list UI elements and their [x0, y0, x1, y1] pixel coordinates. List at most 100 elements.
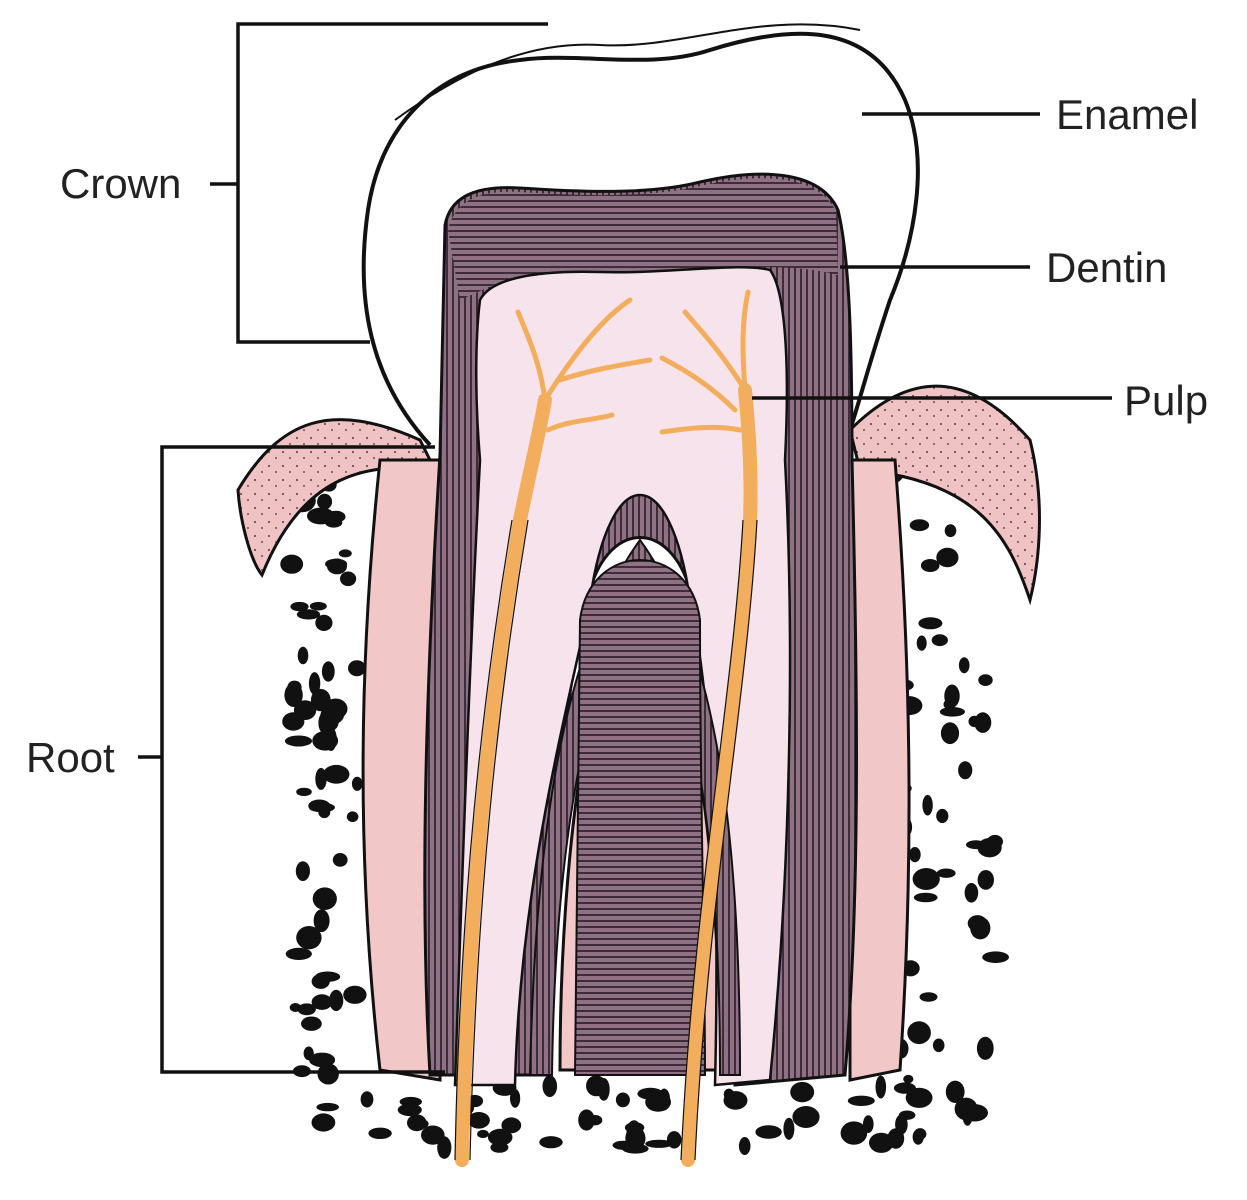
bone-spot [905, 1087, 933, 1108]
bone-spot [936, 868, 956, 878]
root-label: Root [26, 734, 115, 781]
bone-spot [898, 1110, 916, 1120]
crown-bracket [210, 22, 548, 344]
bone-spot [920, 559, 940, 572]
bone-spot [932, 1038, 945, 1053]
bone-spot [945, 1080, 965, 1104]
bone-spot [296, 926, 322, 950]
bone-spot [368, 1127, 392, 1140]
bone-spot [909, 847, 921, 863]
bone-spot [939, 707, 966, 717]
bone-spot [958, 657, 970, 674]
bone-spot [645, 1139, 673, 1148]
bone-spot [958, 761, 973, 780]
nerve-outline [454, 519, 758, 1161]
bone-spot [931, 634, 948, 647]
bone-spot [962, 1104, 973, 1126]
bone-spot [280, 554, 304, 574]
nerve-bundles [455, 383, 758, 1167]
bone-spot [542, 1075, 558, 1098]
bone-spot [321, 661, 335, 682]
bone-spot [982, 951, 1009, 963]
dentin-inner-core [573, 559, 707, 1076]
bone-spot [295, 861, 310, 881]
bone-spot [875, 1075, 887, 1099]
bone-spot [970, 916, 991, 940]
bone-spot [840, 1121, 868, 1145]
bone-spot [323, 698, 348, 720]
bone-spot [285, 947, 312, 961]
dentin-label: Dentin [1046, 244, 1167, 291]
bone-spot [307, 507, 335, 525]
bone-spot [783, 1117, 795, 1140]
bone-spot [903, 1074, 914, 1084]
bone-spot [477, 1129, 489, 1139]
bone-spot [338, 549, 352, 558]
bone-spot [313, 909, 330, 933]
bone-spot [978, 674, 993, 686]
bone-spot [964, 883, 979, 903]
bone-spot [944, 524, 957, 538]
dentin-crown-band [448, 178, 838, 300]
bone-spot [586, 1075, 607, 1097]
bone-spot [416, 1119, 429, 1129]
bone-spot [987, 834, 1003, 849]
bone-spot [332, 853, 348, 867]
pulp-label: Pulp [1124, 377, 1208, 424]
crown-label: Crown [60, 160, 181, 207]
bone-spot [316, 1102, 340, 1112]
enamel-top-line [394, 23, 861, 121]
bone-spot [309, 601, 327, 611]
bone-spot [397, 1103, 422, 1117]
bone-spot [509, 1089, 521, 1108]
bone-spot [315, 971, 341, 982]
bone-spot [325, 558, 348, 570]
bone-spot [340, 571, 357, 587]
bone-spot [315, 614, 333, 632]
bone-spot [421, 1125, 445, 1145]
bone-spot [296, 787, 312, 797]
bone-spot [790, 1081, 815, 1103]
enamel-label: Enamel [1056, 91, 1198, 138]
bone-spot [296, 609, 321, 620]
bone-spot [976, 1036, 994, 1060]
nerve-branches [515, 289, 751, 435]
bone-spot [974, 712, 992, 733]
bone-spot [308, 672, 321, 695]
bone-spot [317, 1063, 339, 1085]
bone-spot [666, 1131, 682, 1149]
bone-spot [792, 1106, 820, 1128]
root-bracket [138, 445, 445, 1074]
bone-spot [977, 870, 994, 890]
bone-spot [312, 887, 337, 910]
bone-spot [612, 1140, 635, 1150]
bone-spot [919, 992, 938, 1002]
bone-spot [284, 683, 303, 707]
bone-spot [487, 1128, 513, 1146]
bone-spot [944, 684, 960, 708]
bone-spot [918, 617, 943, 630]
bone-spot [539, 1136, 563, 1149]
bone-spot [343, 985, 367, 1004]
bone-spot [615, 1092, 630, 1108]
bone-spot [909, 519, 930, 532]
bone-spot [738, 1137, 751, 1155]
bone-spot [297, 1003, 316, 1016]
bone-spot [293, 700, 317, 720]
bone-spot [329, 989, 344, 1012]
bone-spot [916, 635, 927, 651]
bone-spot [501, 1117, 522, 1134]
bone-spot [922, 794, 933, 816]
bone-spot [351, 776, 363, 791]
bone-spot [966, 840, 986, 850]
bone-spot [301, 1016, 322, 1031]
bone-spot [913, 1128, 927, 1140]
bone-spot [284, 735, 313, 747]
bone-spot [311, 1113, 336, 1132]
bone-spot [912, 868, 940, 890]
bone-spot [346, 811, 359, 822]
bone-spot [308, 802, 335, 813]
bone-spot [936, 808, 949, 824]
bone-spot [348, 660, 366, 677]
